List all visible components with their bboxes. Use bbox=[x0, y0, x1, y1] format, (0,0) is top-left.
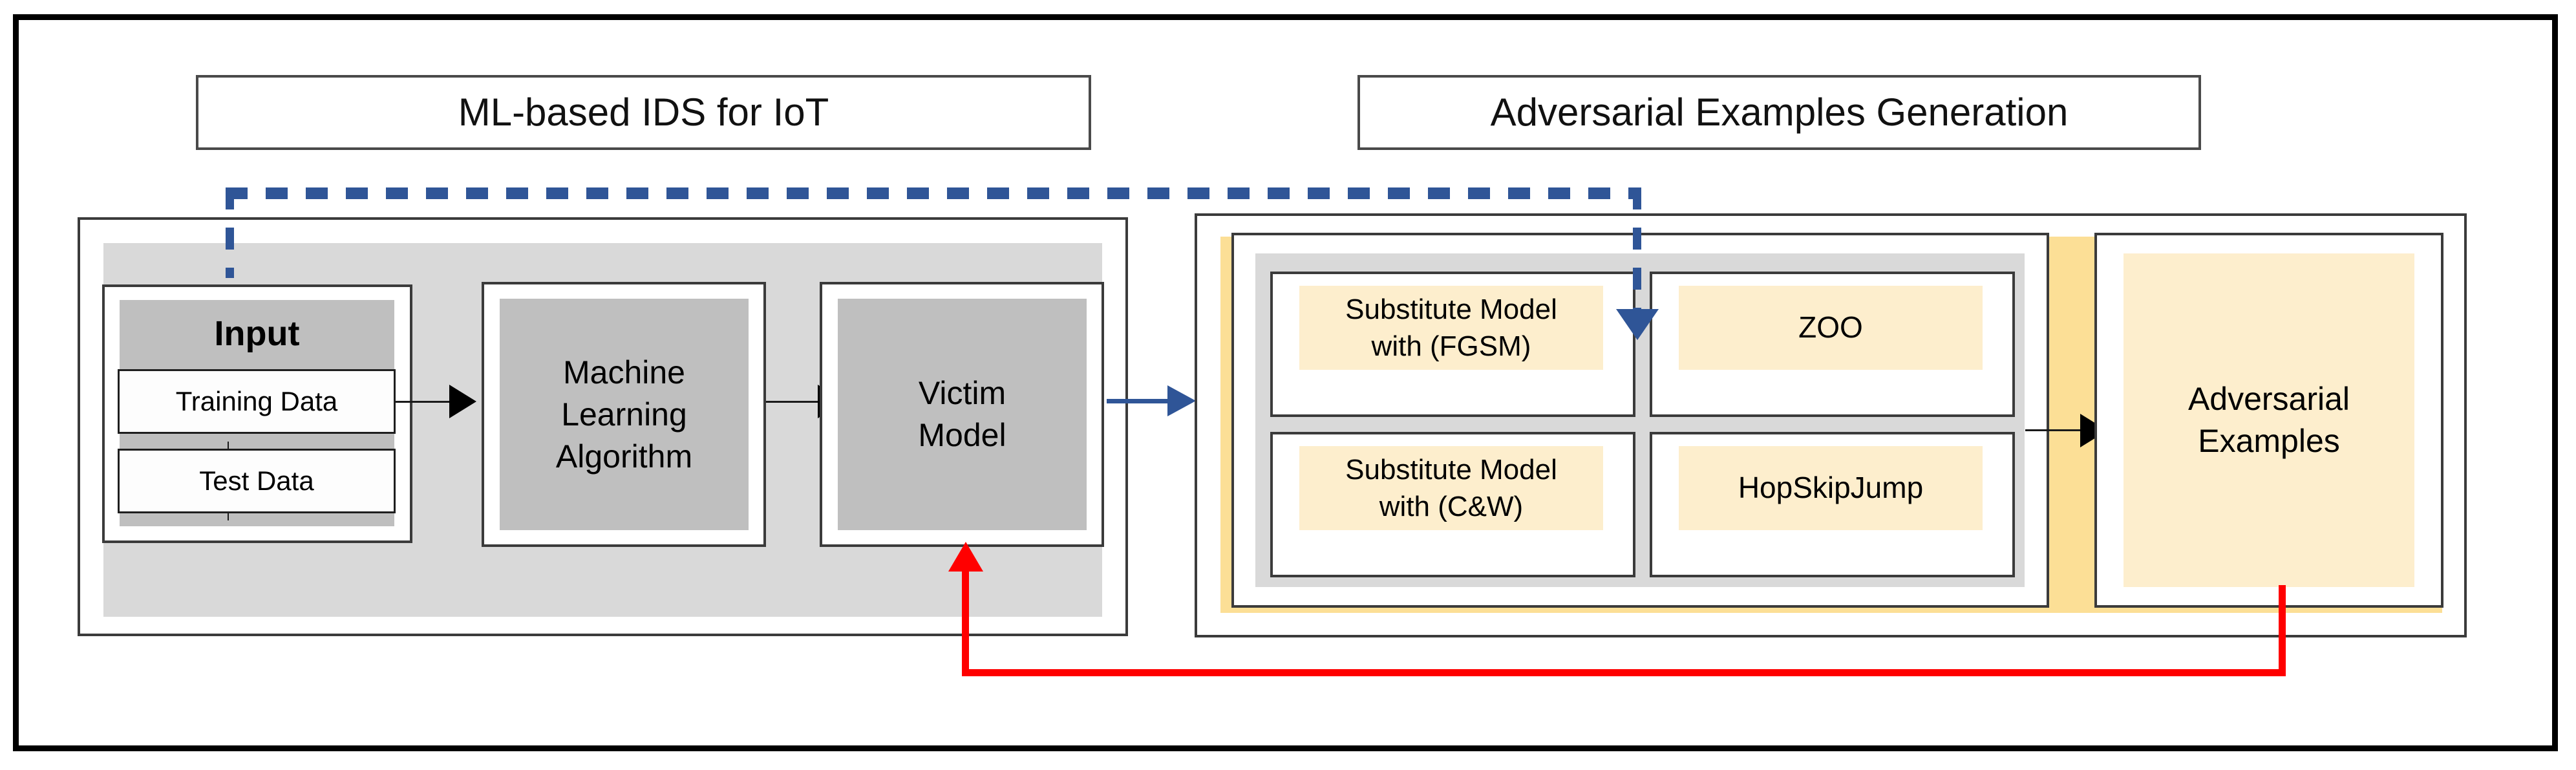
victim-to-attacks-line bbox=[1107, 399, 1183, 403]
method-cw-line-1: Substitute Model bbox=[1345, 453, 1557, 486]
training-to-ml-arrowhead bbox=[449, 385, 476, 418]
ml-algorithm-label: Machine Learning Algorithm bbox=[500, 299, 749, 530]
method-zoo-line-1: ZOO bbox=[1798, 310, 1863, 345]
ml-algorithm-line-2: Learning bbox=[561, 396, 687, 433]
victim-model-line-2: Model bbox=[918, 417, 1006, 453]
training-data-box[interactable]: Training Data bbox=[118, 369, 396, 434]
ml-algorithm-fill bbox=[500, 299, 749, 530]
method-label-cw: Substitute Model with (C&W) bbox=[1299, 446, 1603, 530]
victim-model-line-1: Victim bbox=[918, 375, 1006, 411]
red-feedback-left-ascent bbox=[962, 569, 969, 672]
method-label-zoo: ZOO bbox=[1679, 286, 1983, 370]
dashed-connector-horizontal bbox=[226, 187, 1641, 199]
adversarial-examples-line-2: Examples bbox=[2198, 423, 2340, 459]
victim-model-fill bbox=[838, 299, 1087, 530]
victim-to-attacks-arrowhead bbox=[1167, 385, 1196, 416]
method-fgsm-line-2: with (FGSM) bbox=[1371, 330, 1531, 362]
training-data-label: Training Data bbox=[175, 385, 338, 416]
adversarial-examples-line-1: Adversarial bbox=[2187, 381, 2350, 417]
dashed-connector-left-stub bbox=[226, 187, 234, 278]
input-header: Input bbox=[120, 300, 394, 368]
dashed-connector-arrowhead bbox=[1616, 309, 1659, 340]
red-feedback-right-descent bbox=[2279, 585, 2286, 676]
input-header-label: Input bbox=[214, 314, 300, 354]
method-label-fgsm: Substitute Model with (FGSM) bbox=[1299, 286, 1603, 370]
training-to-ml-line bbox=[396, 401, 451, 403]
red-feedback-arrowhead bbox=[948, 542, 983, 572]
test-data-box[interactable]: Test Data bbox=[118, 449, 396, 513]
method-hopskipjump-line-1: HopSkipJump bbox=[1738, 471, 1924, 505]
method-label-hopskipjump: HopSkipJump bbox=[1679, 446, 1983, 530]
caption-adversarial-generation: Adversarial Examples Generation bbox=[1357, 75, 2201, 150]
ml-to-victim-line bbox=[766, 401, 821, 403]
victim-model-label: Victim Model bbox=[838, 299, 1087, 530]
red-feedback-horizontal bbox=[962, 669, 2286, 676]
test-data-label: Test Data bbox=[199, 465, 314, 496]
adversarial-examples-label: Adversarial Examples bbox=[2124, 253, 2414, 587]
caption-ml-based-ids: ML-based IDS for IoT bbox=[196, 75, 1091, 150]
attacks-to-output-line bbox=[2025, 429, 2090, 431]
adversarial-examples-fill bbox=[2124, 253, 2414, 587]
method-fgsm-line-1: Substitute Model bbox=[1345, 293, 1557, 325]
ml-algorithm-line-1: Machine bbox=[563, 354, 685, 390]
caption-ml-based-ids-label: ML-based IDS for IoT bbox=[458, 91, 829, 134]
dashed-connector-right-descent bbox=[1633, 187, 1641, 317]
caption-adversarial-generation-label: Adversarial Examples Generation bbox=[1490, 91, 2069, 134]
method-cw-line-2: with (C&W) bbox=[1379, 491, 1524, 522]
ml-algorithm-line-3: Algorithm bbox=[555, 438, 693, 475]
